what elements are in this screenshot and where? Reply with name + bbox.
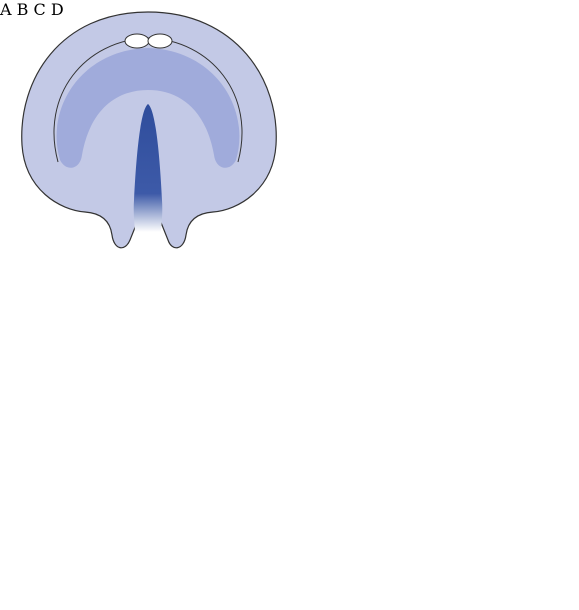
- incisive-papilla-left: [125, 34, 149, 48]
- incisive-papilla-right: [148, 34, 172, 48]
- panel-a: [22, 12, 277, 248]
